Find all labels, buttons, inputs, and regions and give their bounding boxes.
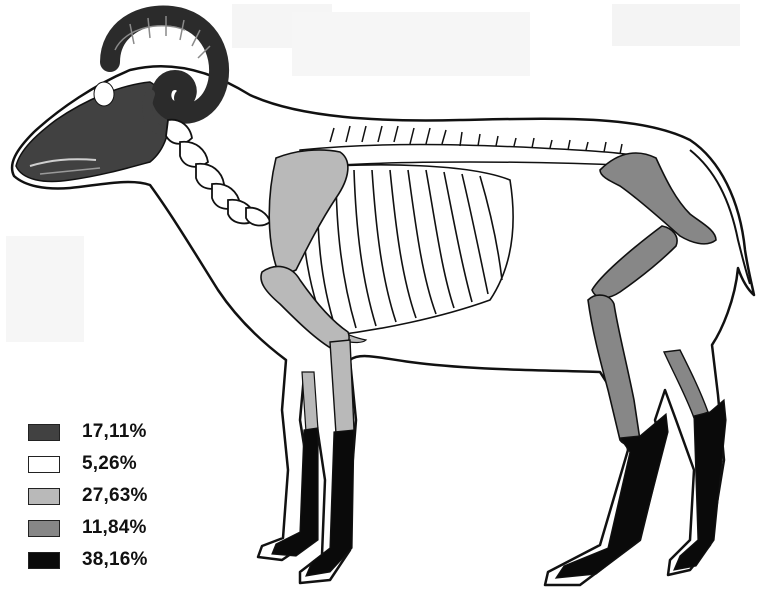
legend-swatch-black [28,552,60,569]
legend-swatch-mid-gray [28,520,60,537]
legend: 17,11% 5,26% 27,63% 11,84% 38,16% [28,416,148,576]
scan-artifact [6,236,84,342]
legend-item: 38,16% [28,544,148,576]
legend-swatch-light-gray [28,488,60,505]
legend-item: 17,11% [28,416,148,448]
legend-label: 5,26% [82,453,137,475]
legend-swatch-white [28,456,60,473]
legend-label: 11,84% [82,517,147,539]
legend-item: 11,84% [28,512,148,544]
legend-item: 5,26% [28,448,148,480]
scan-artifact [292,12,530,76]
legend-item: 27,63% [28,480,148,512]
legend-label: 27,63% [82,485,148,507]
eye-socket [94,82,114,106]
legend-label: 17,11% [82,421,147,443]
scan-artifact [612,4,740,46]
legend-label: 38,16% [82,549,148,571]
legend-swatch-dark-gray [28,424,60,441]
